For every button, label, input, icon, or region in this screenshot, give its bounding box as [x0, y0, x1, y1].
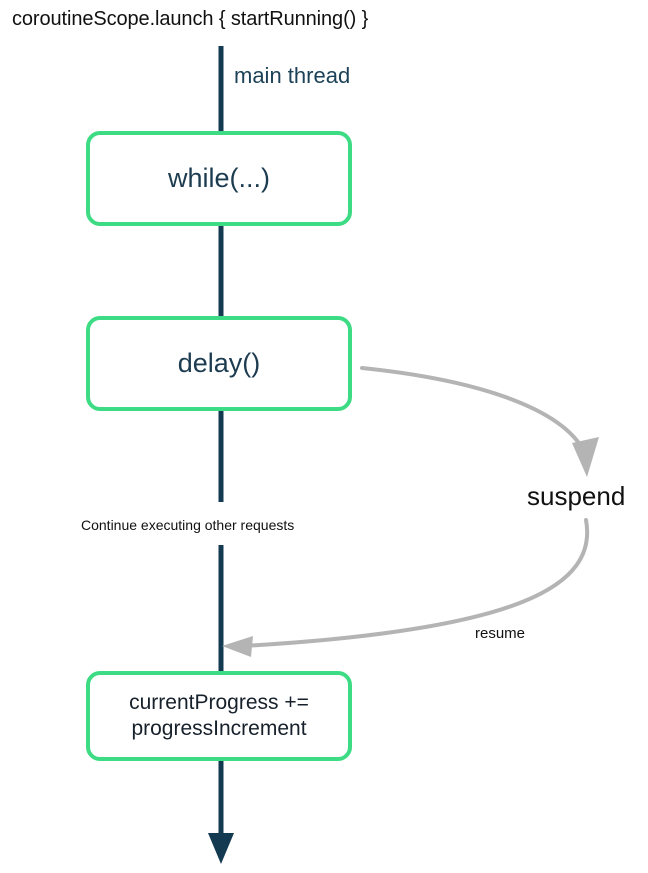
process-box-progress-label: currentProgress += progressIncrement [129, 691, 309, 740]
process-box-while-label: while(...) [167, 163, 270, 194]
curved-arrow-right-down-icon-path [360, 366, 587, 455]
suspend-label: suspend [527, 481, 626, 511]
resume-label: resume [475, 625, 526, 642]
arrow-down-icon [208, 833, 234, 864]
curved-arrow-right-down-icon-head [572, 437, 599, 477]
process-box-delay-label: delay() [177, 348, 261, 379]
process-box-delay: delay() [86, 316, 352, 411]
main-thread-label: main thread [234, 63, 351, 88]
continue-executing-label: Continue executing other requests [81, 517, 295, 533]
process-box-progress: currentProgress += progressIncrement [86, 671, 352, 761]
process-box-while: while(...) [86, 131, 352, 226]
curved-arrow-left-icon-head [222, 636, 253, 657]
curved-arrow-left-icon-path [241, 518, 590, 648]
page-title: coroutineScope.launch { startRunning() } [12, 8, 369, 30]
